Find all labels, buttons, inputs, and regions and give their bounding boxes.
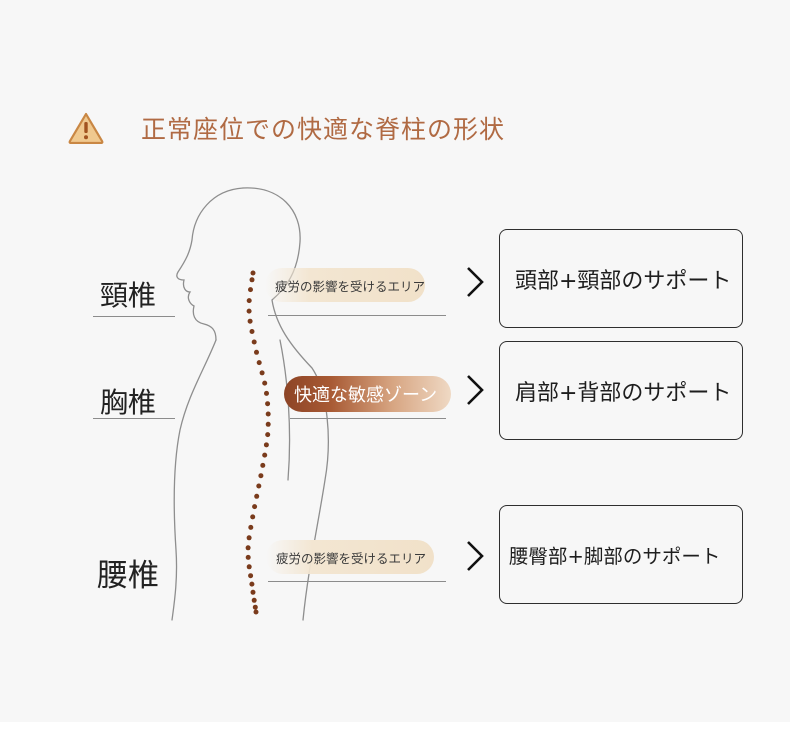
tag-underline bbox=[290, 418, 446, 419]
spine-dot bbox=[256, 360, 262, 366]
spine-dot bbox=[260, 462, 266, 468]
warning-icon bbox=[68, 112, 104, 144]
spine-dot bbox=[258, 473, 264, 479]
chevron-right-icon bbox=[467, 267, 484, 297]
spine-dot bbox=[246, 308, 252, 314]
spine-dot bbox=[251, 597, 257, 603]
spine-dot bbox=[248, 573, 254, 579]
tag-comfort-zone: 快適な敏感ゾーン bbox=[284, 376, 451, 412]
tag-text: 疲労の影響を受けるエリア bbox=[276, 550, 427, 566]
spine-dot bbox=[251, 339, 257, 345]
spine-dot bbox=[252, 604, 258, 610]
spine-dot bbox=[252, 504, 258, 510]
bottom-band bbox=[0, 722, 790, 731]
spine-dot bbox=[250, 514, 256, 520]
spine-dot bbox=[265, 421, 271, 427]
spine-dot bbox=[250, 270, 256, 276]
tag-underline bbox=[268, 315, 446, 316]
spine-dot bbox=[262, 452, 268, 458]
spine-dot bbox=[264, 390, 269, 396]
spine-dot bbox=[249, 277, 255, 283]
tag-fatigue-area-neck: 疲労の影響を受けるエリア bbox=[265, 268, 425, 302]
spine-dot bbox=[245, 554, 251, 560]
spine-dot bbox=[247, 318, 253, 324]
spine-dot bbox=[246, 564, 252, 570]
tag-fatigue-area-waist: 疲労の影響を受けるエリア bbox=[266, 540, 434, 574]
chevron-right-icon bbox=[467, 375, 484, 405]
spine-dot bbox=[263, 442, 269, 448]
spine-dot bbox=[254, 349, 259, 355]
support-box-head-neck: 頭部+頸部のサポート bbox=[499, 229, 743, 328]
label-underline bbox=[93, 316, 175, 317]
spine-dot bbox=[262, 380, 268, 386]
spine-dot bbox=[250, 589, 256, 595]
spine-dot bbox=[246, 298, 252, 304]
spine-dot bbox=[245, 545, 251, 551]
spine-dot bbox=[249, 329, 255, 334]
support-text: 頭部+頸部のサポート bbox=[515, 268, 732, 294]
spine-dot bbox=[254, 493, 260, 499]
spine-dot bbox=[253, 609, 259, 615]
label-cervical: 頸椎 bbox=[100, 279, 157, 312]
label-underline bbox=[93, 418, 175, 419]
spine-dot bbox=[246, 535, 252, 541]
tag-underline bbox=[268, 581, 446, 582]
support-text: 肩部+背部のサポート bbox=[515, 380, 732, 406]
spine-dot bbox=[259, 370, 265, 376]
tag-text: 快適な敏感ゾーン bbox=[294, 385, 438, 406]
spine-dot bbox=[265, 411, 271, 417]
support-text: 腰臀部+脚部のサポート bbox=[509, 545, 721, 568]
spine-dot bbox=[248, 524, 254, 530]
support-box-shoulder-back: 肩部+背部のサポート bbox=[499, 341, 743, 440]
page-title: 正常座位での快適な脊柱の形状 bbox=[141, 115, 506, 144]
support-box-waist-legs: 腰臀部+脚部のサポート bbox=[499, 505, 743, 604]
spine-dot bbox=[249, 581, 255, 587]
chevron-right-icon bbox=[467, 541, 484, 571]
label-thoracic: 胸椎 bbox=[100, 386, 157, 419]
tag-text: 疲労の影響を受けるエリア bbox=[275, 278, 425, 294]
spine-dot bbox=[265, 401, 271, 407]
spine-dot bbox=[256, 483, 262, 489]
title-row: 正常座位での快適な脊柱の形状 bbox=[68, 108, 505, 148]
label-lumbar: 腰椎 bbox=[97, 558, 159, 594]
spine-dot bbox=[248, 287, 253, 293]
spine-dot bbox=[265, 432, 271, 438]
